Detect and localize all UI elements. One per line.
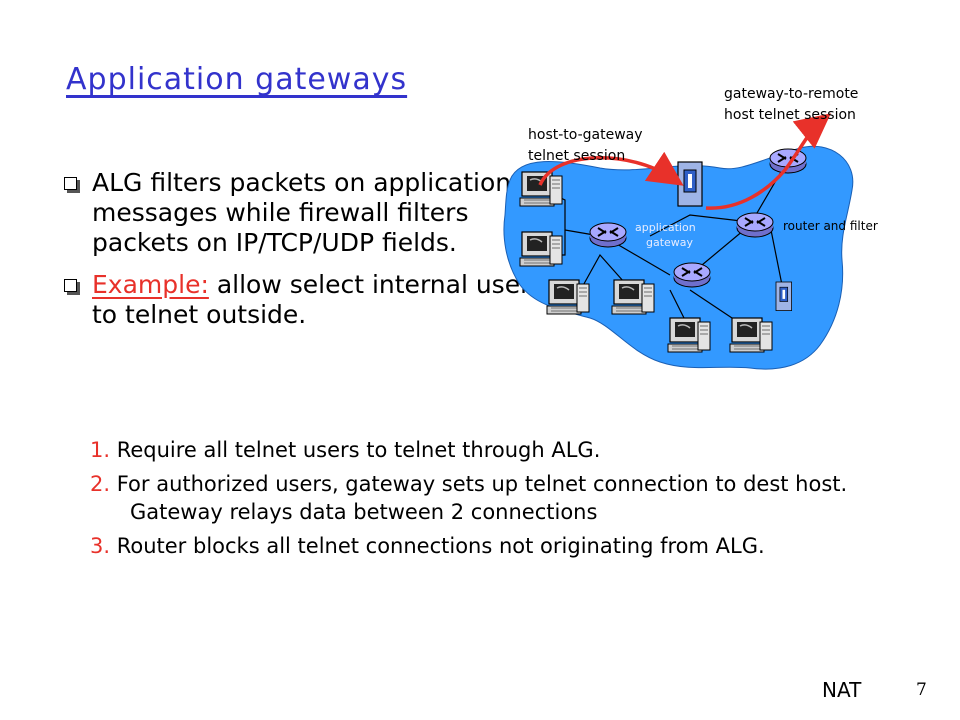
application-gateway-label: application bbox=[635, 221, 696, 234]
gateway-to-remote-label: host telnet session bbox=[724, 107, 856, 123]
host-computer-icon bbox=[546, 279, 590, 315]
host-to-gateway-arrow bbox=[538, 151, 684, 186]
step-list: 1. Require all telnet users to telnet th… bbox=[90, 436, 890, 566]
step-item: 2. For authorized users, gateway sets up… bbox=[90, 470, 890, 526]
host-computer-icon bbox=[519, 171, 563, 207]
gateway-to-remote-arrow bbox=[705, 113, 831, 210]
gateway-to-remote-label: gateway-to-remote bbox=[724, 86, 858, 102]
host-computer-icon bbox=[729, 317, 773, 353]
remote-router-icon bbox=[769, 148, 807, 174]
step-text: For authorized users, gateway sets up te… bbox=[110, 472, 848, 524]
step-text: Require all telnet users to telnet throu… bbox=[110, 438, 601, 462]
host-computer-icon bbox=[611, 279, 655, 315]
router-icon bbox=[589, 222, 627, 248]
step-item: 1. Require all telnet users to telnet th… bbox=[90, 436, 890, 464]
slide-title: Application gateways bbox=[66, 62, 408, 97]
host-computer-icon bbox=[667, 317, 711, 353]
checkbox-bullet-icon bbox=[64, 279, 77, 292]
router-icon bbox=[673, 262, 711, 288]
router-filter-label: router and filter bbox=[783, 219, 878, 233]
step-number: 3. bbox=[90, 534, 111, 558]
bullet-item: ALG filters packets on application messa… bbox=[64, 168, 554, 258]
page-number: 7 bbox=[916, 680, 927, 700]
host-computer-icon bbox=[519, 231, 563, 267]
bullet-text: ALG filters packets on application messa… bbox=[92, 168, 512, 257]
host-to-gateway-label: telnet session bbox=[528, 148, 625, 164]
example-label: Example: bbox=[92, 270, 209, 299]
bullet-item: Example: allow select internal users to … bbox=[64, 270, 554, 330]
footer-section: NAT bbox=[822, 678, 862, 702]
filter-router-icon bbox=[736, 212, 774, 238]
step-number: 2. bbox=[90, 472, 111, 496]
application-gateway-label: gateway bbox=[646, 236, 694, 249]
step-number: 1. bbox=[90, 438, 111, 462]
checkbox-bullet-icon bbox=[64, 177, 77, 190]
gateway-server-icon bbox=[677, 161, 703, 207]
step-item: 3. Router blocks all telnet connections … bbox=[90, 532, 890, 560]
bullet-list: ALG filters packets on application messa… bbox=[64, 168, 554, 342]
bullet-text: allow select internal users to telnet ou… bbox=[92, 270, 544, 329]
step-text: Router blocks all telnet connections not… bbox=[110, 534, 765, 558]
server-icon bbox=[775, 281, 792, 311]
host-to-gateway-label: host-to-gateway bbox=[528, 127, 643, 143]
